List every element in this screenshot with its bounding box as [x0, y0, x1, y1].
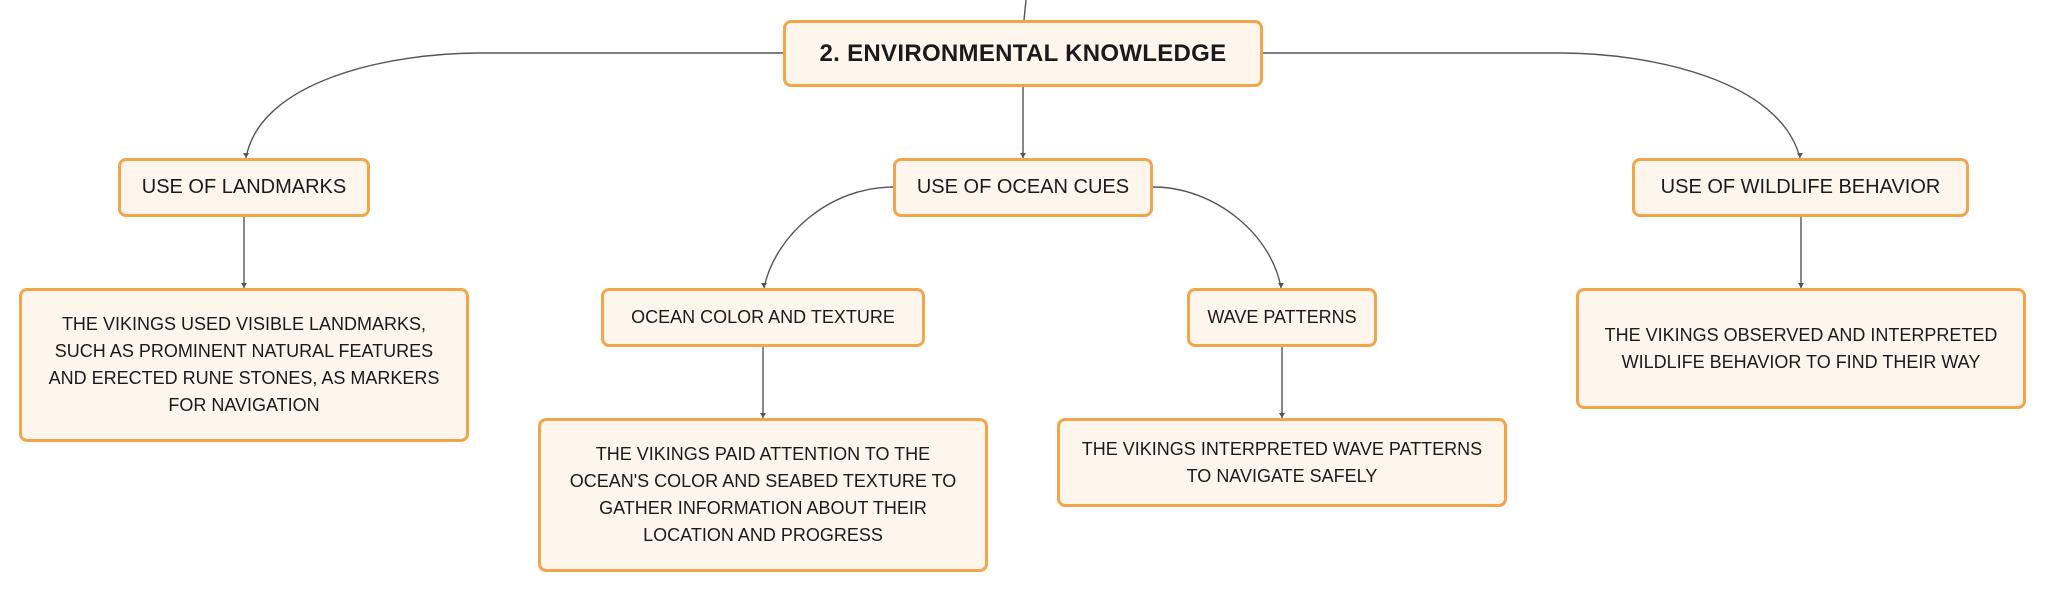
node-use-of-wildlife-behavior[interactable]: USE OF WILDLIFE BEHAVIOR — [1632, 158, 1969, 217]
arrowhead-ocean-cues — [1020, 153, 1026, 158]
node-use-of-wildlife-behavior-label: USE OF WILDLIFE BEHAVIOR — [1660, 176, 1941, 198]
arrowhead-landmarks-description — [241, 283, 247, 288]
arrowhead-wildlife — [1797, 153, 1803, 158]
node-use-of-landmarks-label: USE OF LANDMARKS — [141, 176, 347, 198]
node-ocean-color-description-text: THE VIKINGS PAID ATTENTION TO THE OCEAN'… — [569, 444, 957, 545]
connector-ocean-cues-to-color-texture — [763, 186, 894, 289]
arrowhead-color-texture — [761, 283, 767, 288]
node-use-of-landmarks[interactable]: USE OF LANDMARKS — [118, 158, 370, 217]
node-wave-patterns-description-text: THE VIKINGS INTERPRETED WAVE PATTERNS TO… — [1081, 438, 1483, 486]
connector-ocean-cues-to-wave-patterns — [1152, 186, 1282, 289]
node-landmarks-description[interactable]: THE VIKINGS USED VISIBLE LANDMARKS, SUCH… — [19, 288, 469, 442]
node-ocean-color-and-texture[interactable]: OCEAN COLOR AND TEXTURE — [601, 288, 925, 347]
connector-root-to-wildlife — [1263, 52, 1801, 159]
node-wildlife-description[interactable]: THE VIKINGS OBSERVED AND INTERPRETED WIL… — [1576, 288, 2026, 409]
arrowhead-color-texture-description — [760, 413, 766, 418]
arrowhead-wave-patterns — [1278, 283, 1284, 288]
root-node-label: 2. ENVIRONMENTAL KNOWLEDGE — [819, 39, 1227, 67]
node-landmarks-description-text: THE VIKINGS USED VISIBLE LANDMARKS, SUCH… — [48, 314, 440, 415]
root-node-environmental-knowledge[interactable]: 2. ENVIRONMENTAL KNOWLEDGE — [783, 20, 1263, 87]
arrowhead-wave-patterns-description — [1279, 413, 1285, 418]
node-use-of-ocean-cues-label: USE OF OCEAN CUES — [916, 176, 1130, 198]
node-wildlife-description-text: THE VIKINGS OBSERVED AND INTERPRETED WIL… — [1604, 324, 1998, 372]
connector-parent-to-root — [1023, 0, 1027, 21]
node-wave-patterns-label: WAVE PATTERNS — [1207, 307, 1357, 327]
node-use-of-ocean-cues[interactable]: USE OF OCEAN CUES — [893, 158, 1153, 217]
node-ocean-color-description[interactable]: THE VIKINGS PAID ATTENTION TO THE OCEAN'… — [538, 418, 988, 572]
node-wave-patterns-description[interactable]: THE VIKINGS INTERPRETED WAVE PATTERNS TO… — [1057, 418, 1507, 507]
arrowhead-landmarks — [243, 153, 249, 158]
connector-root-to-landmarks — [245, 52, 783, 159]
node-ocean-color-and-texture-label: OCEAN COLOR AND TEXTURE — [631, 307, 895, 327]
node-wave-patterns[interactable]: WAVE PATTERNS — [1187, 288, 1377, 347]
arrowhead-wildlife-description — [1798, 283, 1804, 288]
